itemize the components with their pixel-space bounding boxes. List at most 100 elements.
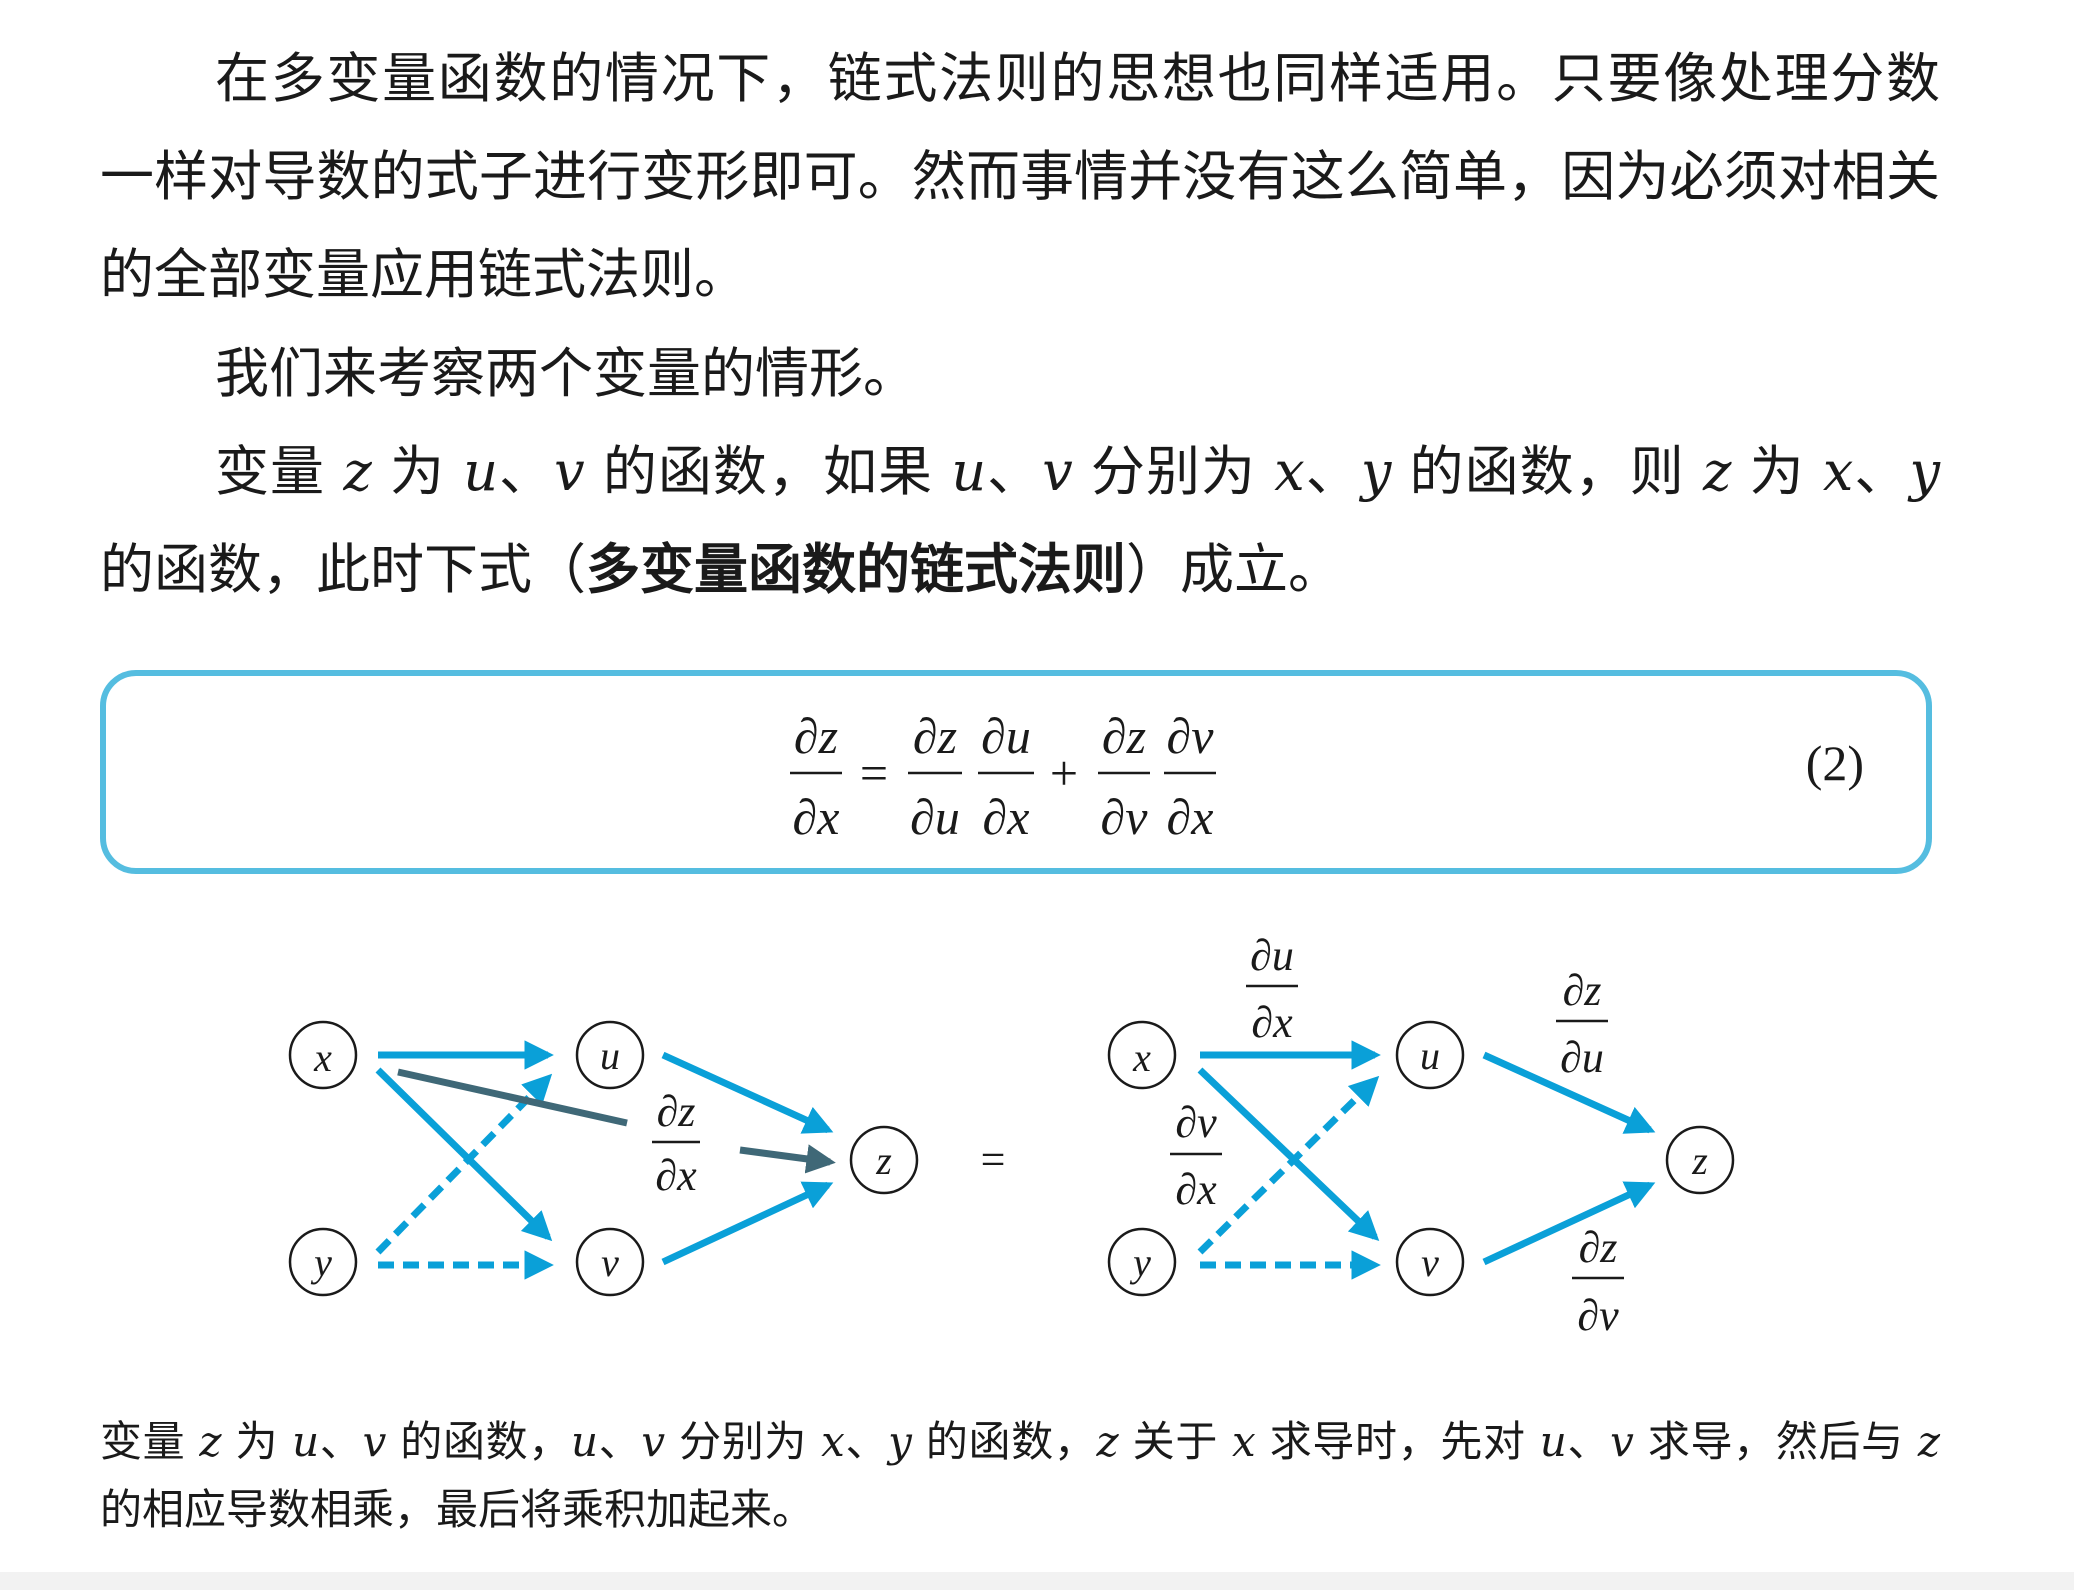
text-span: 的函数，此时下式（: [100, 538, 586, 601]
node-x-label: x: [313, 1035, 332, 1080]
node-y-label: y: [1129, 1240, 1151, 1285]
paragraph-chain-rule-statement: 变量 z 为 u、v 的函数，如果 u、v 分别为 x、y 的函数，则 z 为 …: [100, 423, 1940, 619]
label-du-dx-den: ∂x: [1251, 998, 1293, 1047]
text-span: 、: [986, 440, 1043, 503]
var-z: z: [1702, 440, 1732, 503]
formula-t2b-den: ∂x: [1167, 789, 1214, 845]
text-span: 、: [498, 440, 555, 503]
arrow-x-to-v: [1197, 1067, 1380, 1242]
node-u: [575, 1020, 645, 1090]
arrow-u-to-z: [1482, 1051, 1656, 1134]
text-span: 分别为: [1072, 440, 1275, 503]
text-span: 变量: [100, 1417, 200, 1466]
var-u: u: [463, 440, 499, 503]
var-y: y: [1909, 440, 1940, 503]
var-z: z: [343, 440, 372, 503]
var-z: z: [1917, 1417, 1940, 1466]
text-span: 、: [319, 1417, 363, 1466]
figure-caption: 变量 z 为 u、v 的函数，u、v 分别为 x、y 的函数，z 关于 x 求导…: [100, 1408, 1940, 1544]
node-v: [1395, 1227, 1465, 1297]
text-span: 为: [371, 440, 464, 503]
equation-number: (2): [1805, 735, 1864, 791]
var-x: x: [821, 1417, 845, 1466]
node-x: [1107, 1020, 1177, 1090]
text-span: 、: [844, 1417, 889, 1466]
text-span: 关于: [1118, 1417, 1233, 1466]
label-dz-dv-num: ∂z: [1579, 1223, 1618, 1272]
node-y-label: y: [310, 1240, 332, 1285]
formula-t1b-num: ∂u: [981, 708, 1031, 764]
formula-t1b-den: ∂x: [983, 789, 1030, 845]
text-span: 、: [1853, 440, 1910, 503]
formula-box: (2): [100, 670, 1932, 874]
var-z: z: [1096, 1417, 1119, 1466]
arrow-y-to-u-dashed: [375, 1073, 553, 1255]
text-span: 为: [221, 1417, 293, 1466]
text-span: 、: [598, 1417, 642, 1466]
diagram-equals: =: [981, 1135, 1006, 1184]
right-graph: x u y v z ∂u ∂x ∂v ∂x ∂z ∂u ∂z ∂v: [1107, 931, 1735, 1340]
var-u: u: [292, 1417, 320, 1466]
node-v-label: v: [601, 1240, 619, 1285]
left-label-den: ∂x: [655, 1151, 697, 1200]
paragraph-two-variables: 我们来考察两个变量的情形。: [215, 342, 917, 405]
arrow-u-to-z: [661, 1051, 834, 1134]
text-span: 为: [1731, 440, 1823, 503]
text-span: 的函数，: [911, 1417, 1097, 1466]
node-u-label: u: [600, 1033, 620, 1078]
formula-t1a-num: ∂z: [913, 708, 957, 764]
var-y: y: [1360, 440, 1392, 503]
node-z: [1665, 1125, 1735, 1195]
var-x: x: [1822, 440, 1854, 503]
var-u: u: [1539, 1417, 1567, 1466]
text-span: 的函数，: [386, 1417, 571, 1466]
var-x: x: [1232, 1417, 1256, 1466]
var-v: v: [1610, 1417, 1634, 1466]
node-z-label: z: [1691, 1138, 1708, 1183]
page-bottom-strip: [0, 1572, 2074, 1590]
node-u: [1395, 1020, 1465, 1090]
label-dv-dx-den: ∂x: [1175, 1165, 1217, 1214]
text-span: ）成立。: [1126, 538, 1342, 601]
text-span: 求导，然后与: [1633, 1417, 1918, 1466]
text-span: 、: [1304, 440, 1361, 503]
label-dz-du-num: ∂z: [1563, 966, 1602, 1015]
formula-t2a-num: ∂z: [1102, 708, 1146, 764]
formula: ∂z ∂x = ∂z ∂u ∂u ∂x + ∂z ∂v ∂v ∂x: [790, 708, 1216, 845]
paragraph-intro: 在多变量函数的情况下，链式法则的思想也同样适用。只要像处理分数一样对导数的式子进…: [100, 47, 1940, 306]
left-graph: x u y v z ∂z ∂x: [288, 1020, 919, 1297]
text-span: 变量: [215, 440, 344, 503]
var-y: y: [888, 1417, 912, 1466]
dark-line-x-to-label: [397, 1068, 628, 1127]
node-u-label: u: [1420, 1033, 1440, 1078]
var-v: v: [641, 1417, 666, 1466]
formula-t1a-den: ∂u: [910, 789, 960, 845]
node-v: [575, 1227, 645, 1297]
formula-equals: =: [860, 745, 888, 801]
node-z-label: z: [875, 1138, 892, 1183]
node-y: [288, 1227, 358, 1297]
text-span: 分别为: [665, 1417, 822, 1466]
label-dz-dv-den: ∂v: [1577, 1291, 1619, 1340]
var-u: u: [951, 440, 987, 503]
text-span: 的相应导数相乘，最后将乘积加起来。: [100, 1485, 815, 1534]
text-span: 的函数，则: [1391, 440, 1703, 503]
var-u: u: [570, 1417, 599, 1466]
arrow-x-to-v: [375, 1067, 553, 1242]
term-multivariable-chain-rule: 多变量函数的链式法则: [586, 538, 1126, 601]
arrow-v-to-z: [1482, 1181, 1656, 1266]
text-span: 求导时，先对: [1255, 1417, 1540, 1466]
node-y: [1107, 1227, 1177, 1297]
dark-arrow-label-to-z: [739, 1144, 836, 1174]
var-x: x: [1274, 440, 1305, 503]
formula-plus: +: [1050, 745, 1078, 801]
formula-lhs-den: ∂x: [793, 789, 840, 845]
text-span: 、: [1566, 1417, 1611, 1466]
label-dz-du-den: ∂u: [1560, 1033, 1604, 1082]
text-span: 的函数，如果: [584, 440, 952, 503]
formula-lhs-num: ∂z: [794, 708, 838, 764]
node-v-label: v: [1421, 1240, 1439, 1285]
var-v: v: [1042, 440, 1073, 503]
label-du-dx-num: ∂u: [1250, 931, 1294, 980]
